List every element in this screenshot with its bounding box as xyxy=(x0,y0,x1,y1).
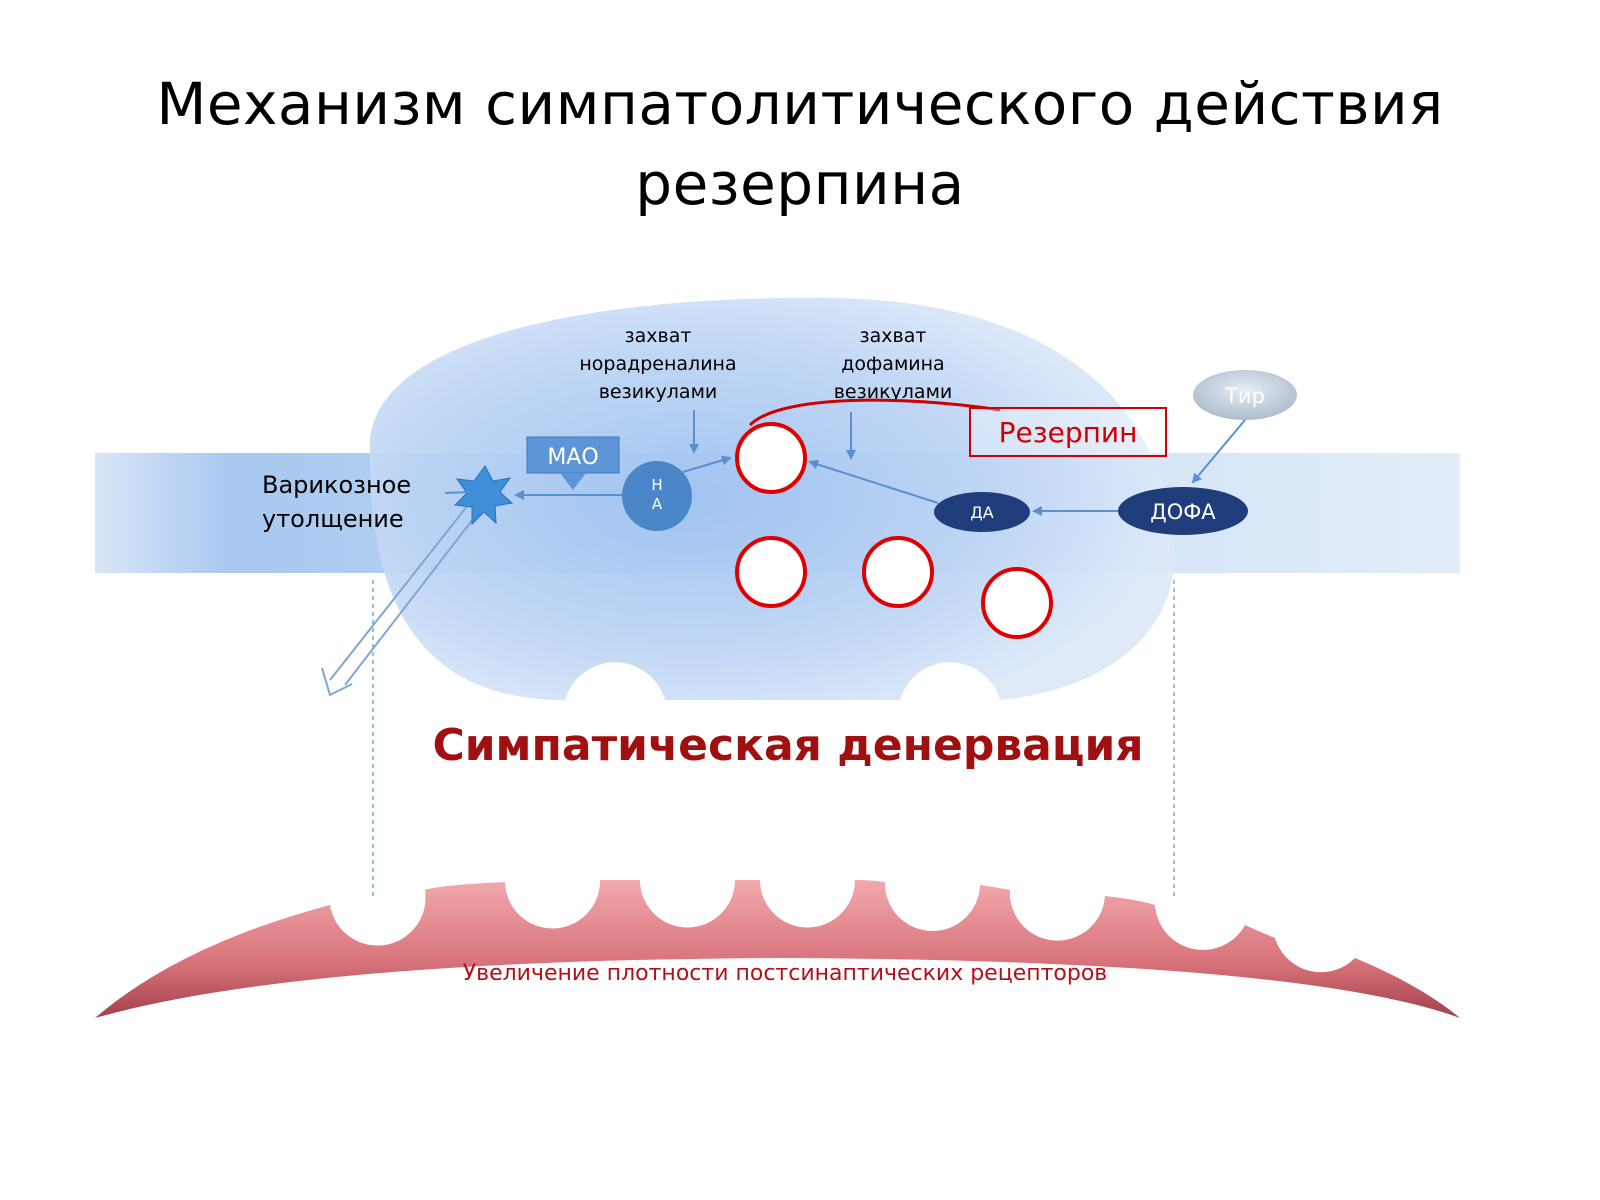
dopamine-label: ДА xyxy=(970,503,994,522)
varicose-body xyxy=(369,297,1175,700)
da-to-vesicle-arrow xyxy=(808,459,939,504)
noradrenaline-label-n: Н xyxy=(651,476,662,494)
slide-title-line-2: резерпина xyxy=(635,150,965,218)
capture-da-line-3: везикулами xyxy=(834,381,953,403)
tyrosine-node xyxy=(1193,370,1297,420)
reserpine-label: Резерпин xyxy=(999,416,1138,449)
vesicle xyxy=(735,536,807,608)
postsynaptic-membrane xyxy=(95,880,1460,1018)
reserpine-block-arc xyxy=(748,398,1001,427)
varicose-label-line-2: утолщение xyxy=(262,505,404,533)
capture-da-line-2: дофамина xyxy=(841,353,944,375)
dopa-node xyxy=(1118,487,1248,535)
mao-down-arrow-icon xyxy=(560,473,586,490)
tyrosine-label: Тир xyxy=(1224,384,1265,408)
starburst-icon xyxy=(453,465,514,526)
capture-da-line-1: захват xyxy=(860,325,927,347)
slide-title-line-1: Механизм симпатолитического действия xyxy=(156,70,1444,138)
dopa-label: ДОФА xyxy=(1150,500,1216,524)
mao-enzyme: МАО xyxy=(526,436,620,490)
dopamine-node xyxy=(934,492,1030,532)
release-arrow xyxy=(321,504,481,697)
na-to-vesicle-arrow xyxy=(682,455,732,473)
vesicle xyxy=(862,536,934,608)
tyr-to-dopa-arrow xyxy=(1191,419,1246,484)
denervation-label: Симпатическая денервация xyxy=(432,720,1143,771)
mao-label: МАО xyxy=(547,445,598,470)
noradrenaline-label-a: А xyxy=(652,495,663,513)
varicose-label-line-1: Варикозное xyxy=(262,471,411,499)
capture-ne-line-2: норадреналина xyxy=(579,353,736,375)
capture-ne-line-3: везикулами xyxy=(599,381,718,403)
receptors-label: Увеличение плотности постсинаптических р… xyxy=(463,961,1108,986)
capture-ne-line-1: захват xyxy=(625,325,692,347)
reserpine-box xyxy=(969,407,1167,457)
noradrenaline-node xyxy=(622,461,692,531)
vesicle xyxy=(981,567,1053,639)
varicose-pointer xyxy=(444,491,471,494)
vesicle xyxy=(735,422,807,494)
